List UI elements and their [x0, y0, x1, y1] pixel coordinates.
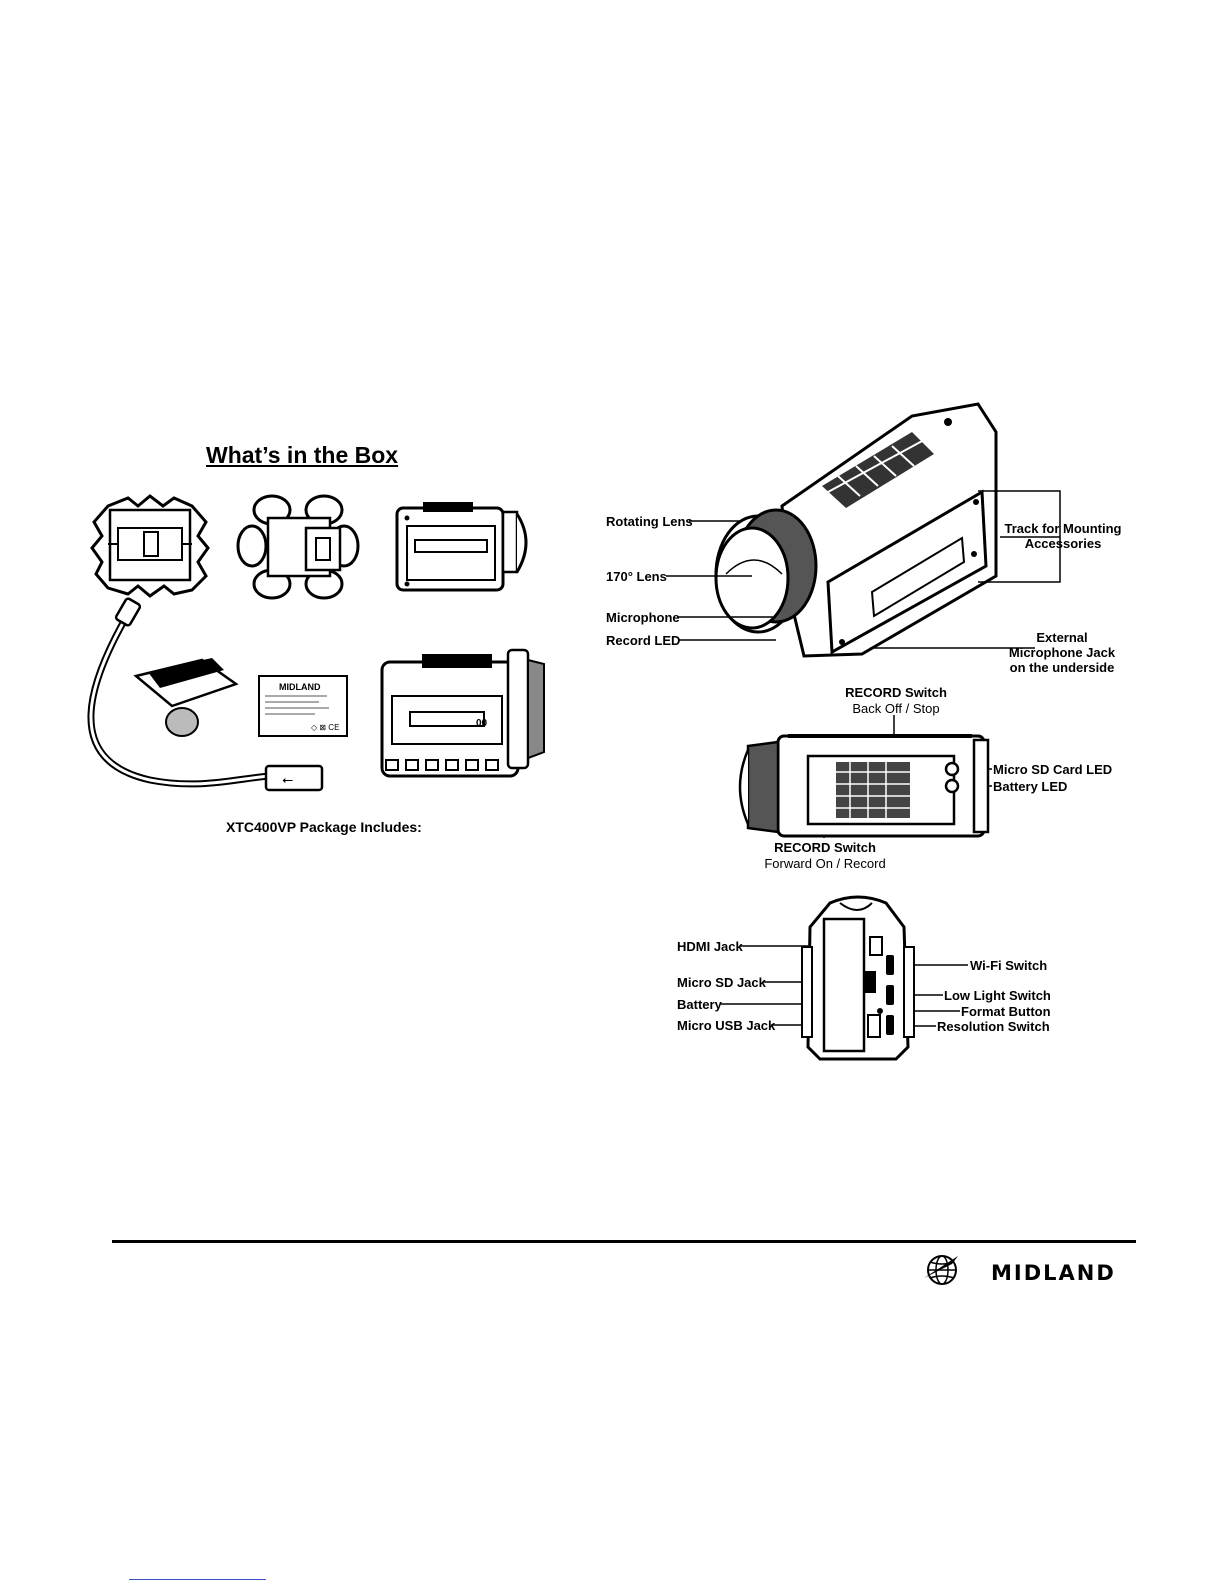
label-record-switch-top: RECORD Switch — [845, 685, 947, 700]
label-microphone: Microphone — [606, 610, 680, 625]
label-resolution-switch: Resolution Switch — [937, 1019, 1050, 1034]
label-low-light-switch: Low Light Switch — [944, 988, 1051, 1003]
label-back-off-stop: Back Off / Stop — [852, 701, 940, 716]
bottom-link-underline[interactable] — [129, 1579, 266, 1580]
label-battery: Battery — [677, 997, 722, 1012]
camera-perspective-image — [714, 402, 998, 658]
label-ext-mic-line1: External — [1036, 630, 1088, 645]
label-ext-mic-line2: Microphone Jack — [1008, 645, 1116, 660]
label-battery-led: Battery LED — [993, 779, 1068, 794]
label-rotating-lens: Rotating Lens — [606, 514, 693, 529]
globe-logo-icon — [924, 1255, 958, 1285]
battery-brand-text: MIDLAND — [279, 682, 321, 692]
label-record-switch-bottom: RECORD Switch — [774, 840, 876, 855]
label-forward-on-record: Forward On / Record — [764, 856, 886, 871]
flat-adhesive-mount-image — [90, 494, 210, 598]
camera-rear-view-image — [801, 895, 915, 1061]
package-caption: XTC400VP Package Includes: — [226, 819, 422, 835]
label-hdmi-jack: HDMI Jack — [677, 939, 743, 954]
camera-large-side-image: 00 — [380, 648, 545, 778]
camera-side-view-image — [395, 502, 528, 592]
camera-top-view-image — [738, 734, 990, 838]
label-track-line2: Accessories — [1024, 536, 1102, 551]
svg-text:◇ ⊠ CE: ◇ ⊠ CE — [311, 723, 339, 732]
label-wifi-switch: Wi-Fi Switch — [970, 958, 1048, 973]
box-section-title: What’s in the Box — [206, 442, 399, 468]
battery-image: MIDLAND ◇ ⊠ CE — [258, 675, 348, 737]
label-micro-usb-jack: Micro USB Jack — [677, 1018, 776, 1033]
label-format-button: Format Button — [961, 1004, 1051, 1019]
curved-adhesive-mount-image — [236, 494, 360, 600]
svg-text:00: 00 — [476, 718, 488, 729]
usb-cable-image: ⭠ — [87, 597, 324, 792]
label-record-led: Record LED — [606, 633, 681, 648]
label-ext-mic-line3: on the underside — [1009, 660, 1115, 675]
label-micro-sd-led: Micro SD Card LED — [993, 762, 1113, 777]
label-170-lens: 170° Lens — [606, 569, 667, 584]
footer-rule — [112, 1240, 1136, 1243]
label-micro-sd-jack: Micro SD Jack — [677, 975, 766, 990]
label-track-line1: Track for Mounting — [1004, 521, 1122, 536]
usb-icon: ⭠ — [282, 772, 293, 788]
helmet-mount-image — [133, 658, 239, 737]
brand-logo-wordmark: MIDLAND — [991, 1261, 1116, 1285]
